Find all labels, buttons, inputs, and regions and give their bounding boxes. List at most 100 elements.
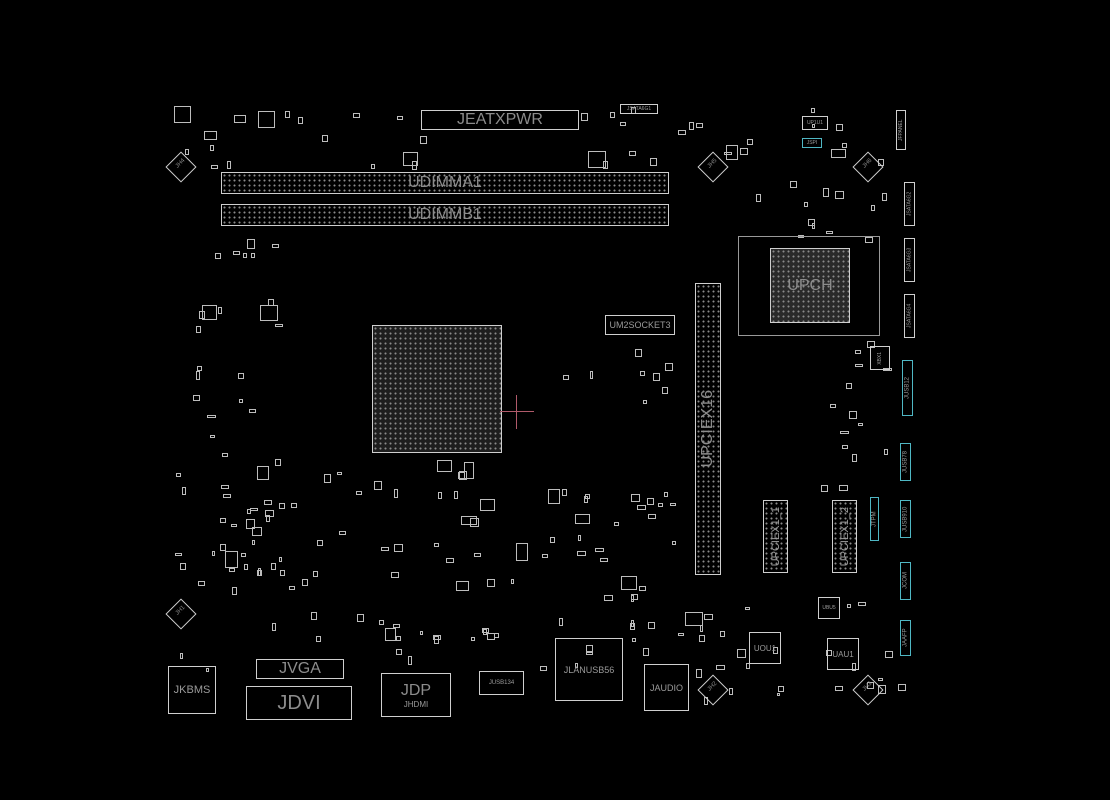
sata3-connector[interactable]: JSATA6G3 (904, 238, 915, 282)
aafp-header[interactable]: JAAFP (900, 620, 911, 656)
passive-component (829, 403, 836, 409)
passive-component (432, 635, 442, 640)
dp-label: JDP (400, 681, 432, 699)
uou1-chip[interactable]: UOU1 (749, 632, 781, 664)
vga-port[interactable]: JVGA (256, 659, 344, 679)
passive-component (278, 557, 283, 562)
passive-component (883, 448, 888, 455)
passive-component (220, 518, 226, 524)
passive-component (696, 122, 703, 128)
passive-component (663, 491, 668, 497)
passive-component (629, 150, 637, 156)
passive-component (542, 553, 548, 559)
dimm-b-label: UDIMMB1 (408, 206, 482, 223)
audio-port[interactable]: JAUDIO (644, 664, 689, 711)
passive-component (274, 323, 283, 328)
passive-component (648, 621, 656, 630)
usb12-header[interactable]: JUSB12 (902, 360, 913, 416)
crosshair-cursor (500, 395, 534, 429)
passive-component (830, 149, 846, 158)
usb34-port[interactable]: JUSB134 (479, 671, 524, 695)
usb78-header[interactable]: JUSB78 (900, 443, 911, 481)
passive-component (746, 139, 754, 145)
up1u1-chip[interactable]: UP1U1 (802, 116, 828, 130)
passive-component (871, 205, 875, 211)
dimm-slot-b[interactable]: UDIMMB1 (221, 204, 669, 226)
passive-component (211, 551, 216, 556)
fpanel-label: JFPANEL (898, 119, 904, 141)
passive-component (658, 503, 664, 508)
kbms-label: JKBMS (173, 684, 211, 696)
passive-component (716, 664, 726, 670)
passive-component (689, 121, 695, 131)
usb12-label: JUSB12 (904, 377, 911, 400)
passive-component (642, 647, 650, 656)
passive-component (835, 191, 844, 200)
passive-component (884, 651, 894, 658)
passive-component (434, 542, 440, 548)
passive-component (393, 489, 399, 498)
passive-component (225, 551, 239, 569)
passive-component (391, 571, 399, 579)
usb910-header[interactable]: JUSB910 (900, 500, 911, 538)
pch-chip[interactable]: UPCH (770, 248, 850, 323)
hdmi-label: JHDMI (403, 699, 429, 709)
passive-component (866, 682, 874, 689)
passive-component (790, 180, 798, 189)
audio-label: JAUDIO (649, 682, 683, 693)
com-label: JCOM (902, 572, 909, 590)
pch-outline (738, 236, 880, 336)
cpu-socket[interactable] (372, 325, 502, 453)
passive-component (838, 484, 848, 491)
kbms-port[interactable]: JKBMS (168, 666, 216, 714)
crystal[interactable]: XBX1 (870, 346, 890, 370)
passive-component (228, 567, 236, 572)
uau1-chip[interactable]: UAU1 (827, 638, 859, 670)
passive-component (246, 238, 255, 250)
spi-connector[interactable]: JSPI (802, 138, 822, 148)
passive-component (221, 484, 230, 489)
passive-component (280, 569, 286, 576)
m2-label: UM2SOCKET3 (609, 320, 671, 330)
tpm-header[interactable]: JTPM (870, 497, 879, 541)
ubu5-chip[interactable]: UBU5 (818, 597, 840, 619)
sata1-connector[interactable]: JSATA6G1 (620, 104, 658, 114)
passive-component (778, 685, 785, 692)
passive-component (195, 326, 201, 333)
pcie-x1-slot-2[interactable]: UPCIEX1_2 (832, 500, 857, 573)
passive-component (201, 305, 218, 320)
passive-component (635, 349, 642, 358)
sata4-connector[interactable]: JSATA6G4 (904, 294, 915, 338)
lan-usb-port[interactable]: JLANUSB56 (555, 638, 623, 701)
passive-component (233, 251, 240, 256)
passive-component (184, 148, 190, 156)
passive-component (227, 160, 232, 170)
pcie-x1-slot-1[interactable]: UPCIEX1_1 (763, 500, 788, 573)
com-header[interactable]: JCOM (900, 562, 911, 600)
dvi-port[interactable]: JDVI (246, 686, 352, 720)
passive-component (242, 252, 248, 258)
pcie-x16-slot[interactable]: UPCIEX16 (695, 283, 721, 575)
sata2-connector[interactable]: JSATA6G2 (904, 182, 915, 226)
passive-component (301, 578, 308, 586)
passive-component (271, 622, 276, 632)
passive-component (614, 521, 619, 526)
passive-component (221, 453, 228, 457)
pcie1-2-label: UPCIEX1_2 (838, 506, 851, 567)
dp-hdmi-port[interactable]: JDP JHDMI (381, 673, 451, 717)
uou1-label: UOU1 (753, 643, 777, 653)
passive-component (393, 623, 400, 628)
passive-component (620, 576, 637, 590)
passive-component (220, 543, 226, 552)
passive-component (209, 434, 215, 439)
passive-component (685, 611, 703, 627)
atx-power-connector[interactable]: JEATXPWR (421, 110, 579, 130)
passive-component (373, 481, 383, 490)
passive-component (338, 530, 346, 536)
passive-component (559, 617, 563, 626)
passive-component (835, 686, 844, 692)
fpanel-connector[interactable]: JFPANEL (896, 110, 906, 150)
dimm-slot-a[interactable]: UDIMMA1 (221, 172, 669, 194)
mounting-hole: JH4 (165, 151, 197, 183)
m2-socket[interactable]: UM2SOCKET3 (605, 315, 675, 335)
